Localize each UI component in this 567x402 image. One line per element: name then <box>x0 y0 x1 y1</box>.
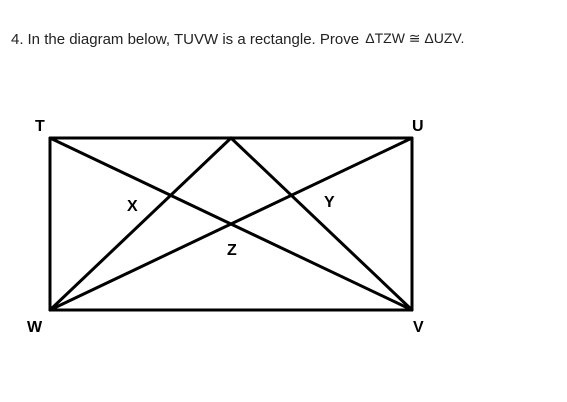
question-text: 4.In the diagram below, TUVW is a rectan… <box>11 30 464 49</box>
point-label-x: X <box>127 198 138 215</box>
diagonal-uw <box>48 136 414 312</box>
congruence-statement: ΔTZW ≅ ΔUZV. <box>365 30 465 46</box>
vertex-label-t: T <box>35 118 45 135</box>
question-prompt: In the diagram below, TUVW is a rectangl… <box>27 31 360 48</box>
point-label-z: Z <box>227 242 237 259</box>
question-number: 4. <box>11 31 24 48</box>
segment-w-top-midpoint <box>48 136 233 312</box>
vertex-label-u: U <box>412 118 424 135</box>
segment-top-midpoint-v <box>229 136 414 312</box>
point-label-y: Y <box>324 194 335 211</box>
vertex-label-v: V <box>413 319 424 336</box>
vertex-label-w: W <box>27 319 43 336</box>
